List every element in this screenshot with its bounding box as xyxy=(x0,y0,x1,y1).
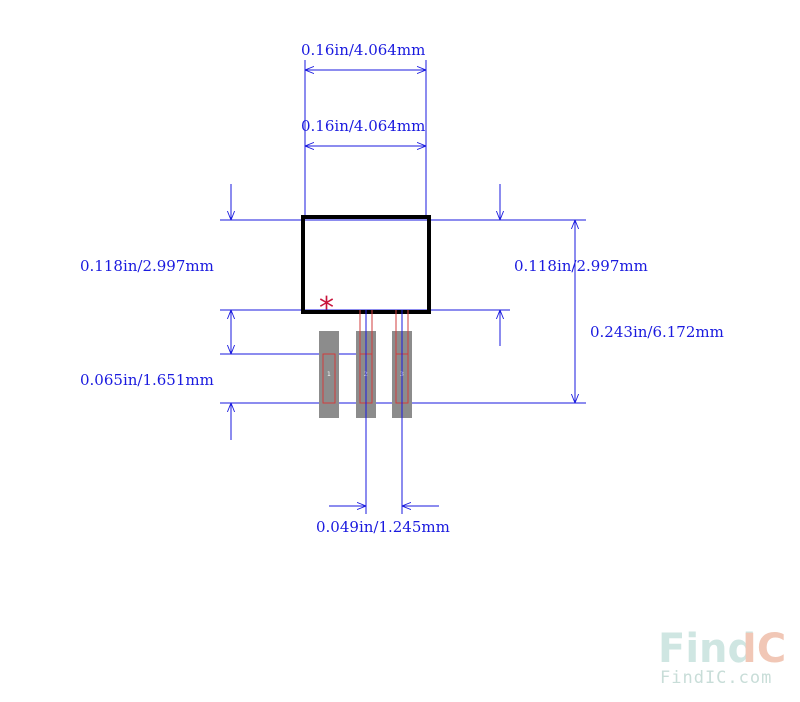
pad-outline xyxy=(322,353,336,404)
left-body-height-label: 0.118in/2.997mm xyxy=(80,257,214,275)
pad-length-dimension: 0.065in/1.651mm xyxy=(80,310,231,440)
findic-watermark-logo: Find IC FindIC.com xyxy=(658,626,786,688)
top-outer-dimension: 0.16in/4.064mm xyxy=(301,41,427,216)
watermark-domain: FindIC.com xyxy=(660,668,772,688)
top-outer-label: 0.16in/4.064mm xyxy=(301,41,425,59)
right-body-height-label: 0.118in/2.997mm xyxy=(514,257,648,275)
top-inner-label: 0.16in/4.064mm xyxy=(301,117,425,135)
pad-pitch-dimension: 0.049in/1.245mm xyxy=(316,310,450,536)
pad-length-label: 0.065in/1.651mm xyxy=(80,371,214,389)
right-body-height-dimension: 0.118in/2.997mm xyxy=(500,184,648,346)
overall-height-label: 0.243in/6.172mm xyxy=(590,323,724,341)
pin-number: 1 xyxy=(327,371,331,378)
pad-pitch-label: 0.049in/1.245mm xyxy=(316,518,450,536)
watermark-logo-find: Find xyxy=(658,626,756,672)
pad-copper xyxy=(319,331,339,418)
pad-1: 1 xyxy=(319,331,339,418)
overall-height-dimension: 0.243in/6.172mm xyxy=(575,220,724,403)
pin1-marker: * xyxy=(319,291,334,326)
watermark-logo-ic: IC xyxy=(742,626,786,672)
top-inner-dimension: 0.16in/4.064mm xyxy=(301,117,426,146)
left-body-height-dimension: 0.118in/2.997mm xyxy=(80,184,231,354)
